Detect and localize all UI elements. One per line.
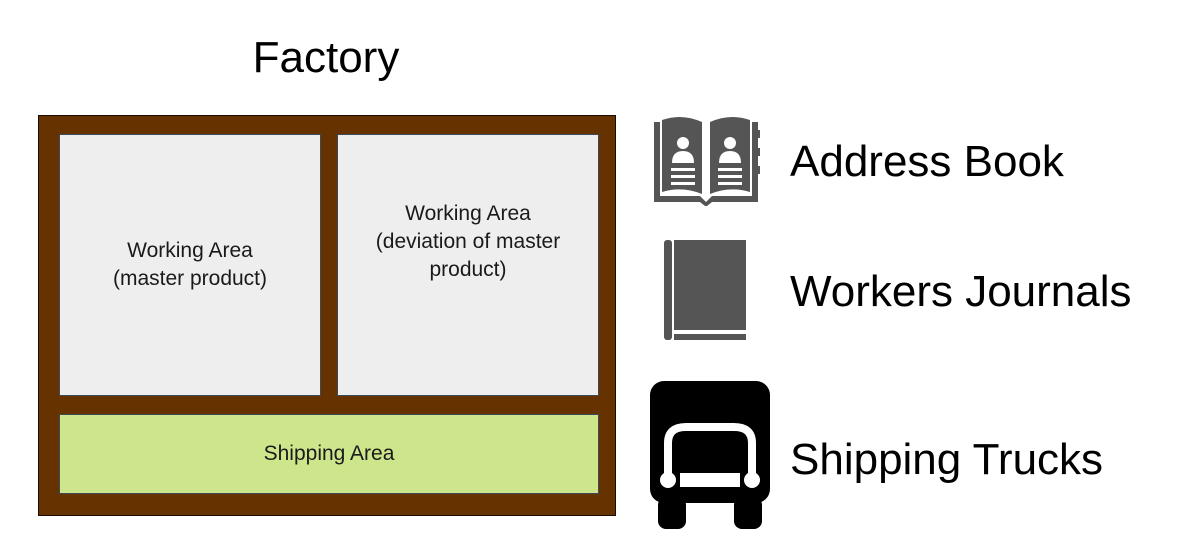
working-area-deviation: Working Area (deviation of master produc… xyxy=(337,134,599,396)
factory-box: Working Area (master product) Working Ar… xyxy=(38,115,616,516)
legend-label-address-book: Address Book xyxy=(790,137,1064,186)
working-area-master-label: Working Area (master product) xyxy=(112,239,268,290)
legend-label-workers-journals: Workers Journals xyxy=(790,267,1132,316)
legend-label-shipping-trucks: Shipping Trucks xyxy=(790,435,1104,484)
book-icon xyxy=(664,240,746,340)
factory-title: Factory xyxy=(252,33,400,82)
working-area-deviation-label: Working Area (deviation of master produc… xyxy=(375,202,561,281)
shipping-area-label: Shipping Area xyxy=(263,442,395,465)
address-book-icon xyxy=(654,116,760,206)
truck-icon xyxy=(650,381,770,529)
shipping-area: Shipping Area xyxy=(59,414,599,494)
working-area-master: Working Area (master product) xyxy=(59,134,321,396)
